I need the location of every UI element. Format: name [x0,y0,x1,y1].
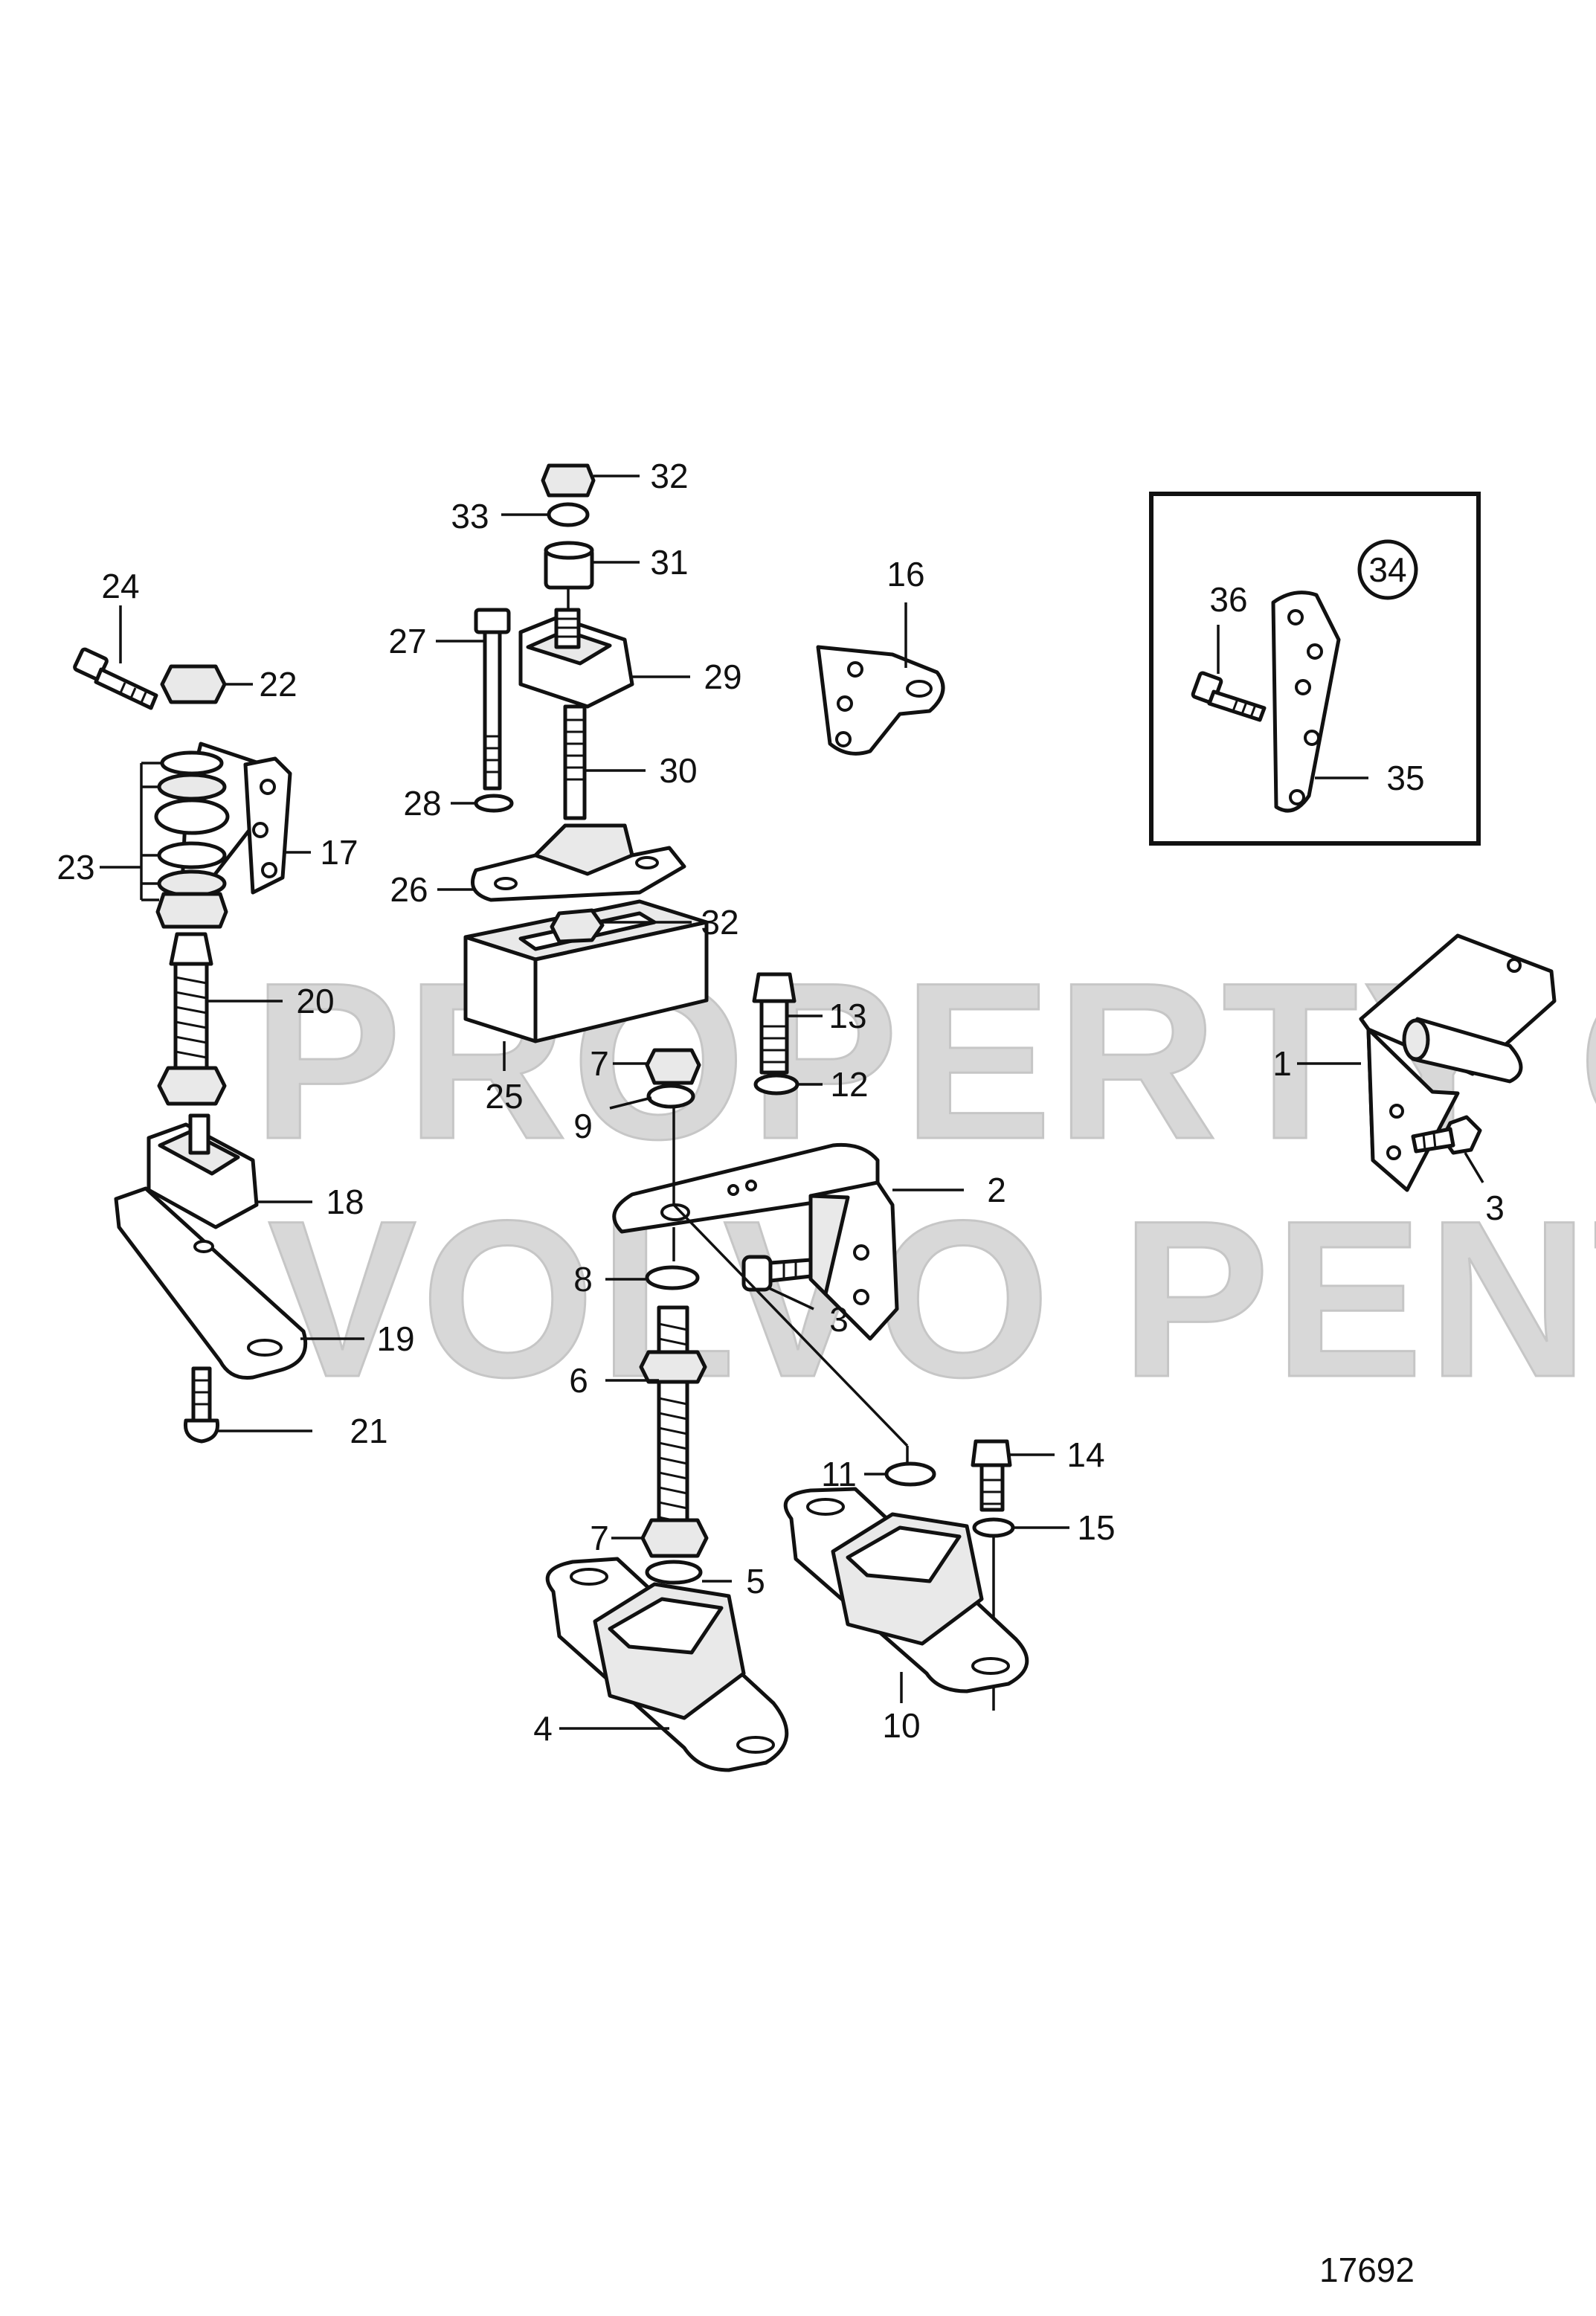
label-10: 10 [882,1706,920,1745]
label-15: 15 [1077,1508,1115,1547]
label-32-lower: 32 [701,903,739,942]
part-31-spacer [544,541,594,590]
part-4-rubber-mount [545,1557,789,1772]
label-33: 33 [451,497,489,535]
label-14: 14 [1066,1435,1104,1474]
part-21-bolt [183,1366,220,1444]
part-15-washer [972,1517,1015,1538]
label-4: 4 [533,1709,553,1748]
part-7-nut-upper [645,1048,701,1085]
label-6: 6 [569,1361,588,1400]
label-3-center: 3 [829,1300,849,1339]
label-27: 27 [388,622,426,660]
part-14-bolt [971,1439,1012,1512]
part-36-bolt [1191,671,1267,722]
part-23-washer-set [154,750,230,929]
label-11: 11 [821,1455,857,1493]
part-12-washer [753,1073,799,1096]
inset-callout-circle [1357,539,1418,600]
label-13: 13 [828,997,866,1035]
label-23: 23 [57,848,94,887]
label-20: 20 [296,982,334,1020]
drawing-number: 17692 [1319,2251,1415,2289]
label-21: 21 [350,1412,387,1450]
label-31: 31 [650,543,688,582]
label-24: 24 [101,567,139,605]
watermark-line-2: VOLVO PENTA [268,1174,1596,1424]
label-12: 12 [830,1065,868,1104]
inset-callout: 34 [1368,550,1406,589]
label-29: 29 [704,657,741,696]
part-30-stud [563,704,587,820]
label-5: 5 [746,1562,765,1601]
part-24-bolt [73,647,158,710]
part-22-nut [160,664,227,704]
part-3-bolt-right [1411,1115,1482,1155]
part-6-stud [639,1305,707,1540]
label-17: 17 [320,833,358,872]
label-19: 19 [376,1319,414,1358]
label-25: 25 [485,1077,523,1116]
label-35: 35 [1386,759,1424,797]
label-8: 8 [573,1260,593,1299]
part-5-washer [645,1560,703,1585]
part-29-rubber-mount [518,608,634,709]
label-22: 22 [259,665,297,704]
label-30: 30 [659,751,697,790]
label-36: 36 [1209,580,1247,619]
part-16-bracket [816,645,945,756]
label-7-upper: 7 [590,1044,609,1083]
label-9: 9 [573,1107,593,1145]
label-2: 2 [987,1171,1006,1209]
part-20-stud [157,932,227,1106]
part-26-bracket [471,823,686,902]
part-27-bolt [474,608,511,791]
label-3-right: 3 [1485,1188,1505,1227]
label-16: 16 [887,555,924,594]
part-13-bolt [752,972,797,1075]
label-1: 1 [1272,1044,1292,1083]
label-26: 26 [390,870,428,909]
part-10-rubber-mount [783,1487,1029,1693]
part-8-washer [645,1265,700,1290]
part-32-nut-top [541,463,596,498]
part-9-washer [646,1084,695,1109]
part-33-washer [547,502,590,527]
inset-box: 34 36 35 [1149,492,1481,846]
label-7-lower: 7 [590,1519,609,1557]
label-28: 28 [403,784,441,823]
part-7-nut-lower [640,1518,709,1558]
part-32-nut-lower [550,908,605,944]
part-28-washer [474,794,514,813]
label-18: 18 [326,1183,364,1221]
part-11-washer [884,1461,936,1487]
part-35-plate [1271,591,1341,813]
label-32-top: 32 [650,457,688,495]
